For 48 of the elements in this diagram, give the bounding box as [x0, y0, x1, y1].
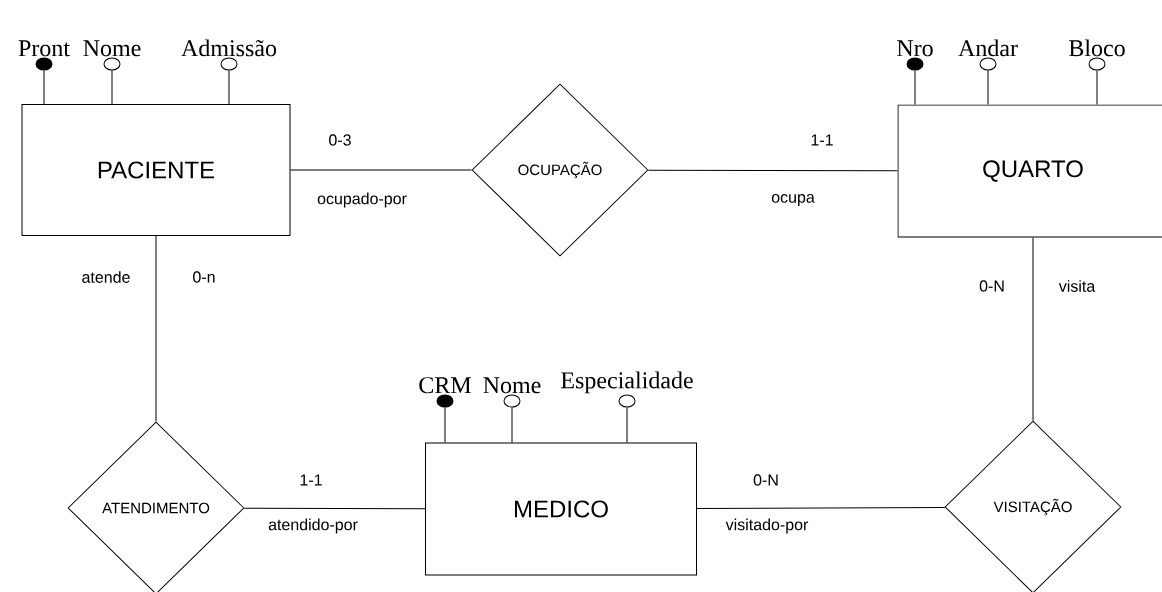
role-label: atende [82, 271, 130, 283]
role-label: visitado-por [725, 518, 809, 534]
attribute-connector [444, 407, 446, 443]
node-label: Nome [483, 377, 541, 394]
relationship-line [696, 506, 946, 509]
attribute-lollipop: Admissão [181, 39, 277, 71]
node-label: Andar [958, 39, 1018, 57]
attribute-connector [1096, 70, 1098, 105]
relationship-line [290, 169, 472, 171]
relationship-line [155, 235, 157, 422]
relationship-line [1032, 237, 1034, 421]
attribute-lollipop: Nome [83, 40, 141, 71]
role-label: atendido-por [268, 518, 358, 534]
attribute-connector [626, 407, 628, 443]
node-label: Especialidade [561, 371, 693, 394]
cardinality-label: 0-N [979, 280, 1004, 292]
attribute-connector [511, 407, 513, 443]
entity-box: MEDICO [425, 442, 697, 576]
cardinality-label: 0-n [193, 271, 215, 283]
cardinality-label: 1-1 [811, 134, 833, 146]
attribute-connector [43, 70, 45, 105]
node-label: Nome [83, 40, 141, 57]
relationship-line [647, 169, 898, 172]
attribute-connector [111, 70, 113, 105]
role-label: ocupado-por [317, 192, 407, 208]
attribute-connector [987, 70, 989, 105]
attribute-lollipop: Especialidade [561, 371, 693, 408]
attribute-connector [914, 70, 916, 105]
attribute-connector [228, 70, 230, 105]
attribute-lollipop: Pront [18, 40, 70, 71]
attribute-lollipop: Nro [897, 40, 933, 71]
entity-box: QUARTO [897, 104, 1162, 238]
entity-box: PACIENTE [21, 104, 291, 236]
node-label: Nro [897, 40, 933, 57]
node-label: CRM [419, 377, 471, 394]
cardinality-label: 1-1 [300, 474, 322, 486]
node-label: Admissão [181, 39, 277, 57]
relationship-line [243, 507, 426, 510]
attribute-lollipop: Nome [483, 377, 541, 408]
role-label: visita [1058, 280, 1096, 292]
attribute-lollipop: CRM [419, 377, 471, 408]
node-label: Pront [18, 40, 70, 57]
attribute-lollipop: Bloco [1069, 39, 1125, 71]
node-label: Bloco [1069, 39, 1125, 57]
cardinality-label: 0-N [753, 474, 778, 486]
role-label: ocupa [771, 194, 815, 206]
cardinality-label: 0-3 [329, 134, 351, 146]
attribute-lollipop: Andar [958, 39, 1018, 71]
